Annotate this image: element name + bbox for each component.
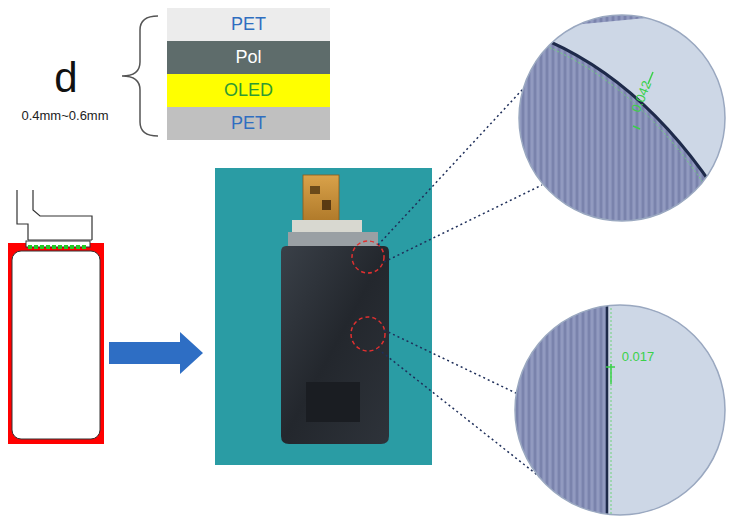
- layer-name: OLED: [224, 80, 273, 101]
- panel-photo: [215, 168, 432, 465]
- layer-band: Pol: [167, 41, 330, 74]
- dimension-value: 0.4mm~0.6mm: [21, 109, 108, 122]
- layer-name: PET: [231, 14, 266, 35]
- micrograph-edge: [510, 300, 733, 518]
- process-arrow: [109, 332, 203, 374]
- layer-name: PET: [231, 113, 266, 134]
- curly-bracket: [122, 16, 158, 136]
- micrograph-corner: [515, 10, 730, 225]
- panel-schematic: [8, 190, 104, 444]
- layer-band: OLED: [167, 74, 330, 107]
- layer-band: PET: [167, 8, 330, 41]
- layer-band: PET: [167, 107, 330, 140]
- dimension-symbol: d: [54, 57, 77, 99]
- layer-name: Pol: [235, 47, 261, 68]
- measurement-value: 0.017: [622, 350, 655, 363]
